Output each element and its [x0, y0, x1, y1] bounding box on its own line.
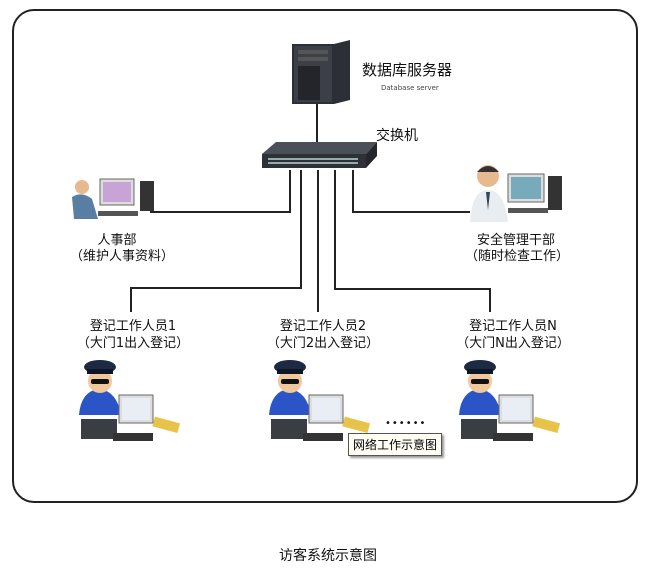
guard-workstation-icon	[459, 360, 561, 441]
station-desc: （大门N出入登记）	[456, 336, 570, 351]
station-label: 登记工作人员1	[89, 319, 177, 334]
security-desc: （随时检查工作）	[464, 249, 569, 264]
line-hr-up	[289, 170, 291, 213]
security-label: 安全管理干部	[476, 233, 555, 248]
caption: 访客系统示意图	[279, 548, 377, 564]
switch-label: 交换机	[376, 128, 418, 144]
guard-workstation-icon	[79, 360, 181, 441]
line-st1-v	[300, 170, 302, 288]
guard-workstation-icon	[269, 360, 371, 441]
tooltip: 网络工作示意图	[348, 433, 443, 456]
line-st3-down	[489, 288, 491, 312]
hr-workstation-icon	[72, 178, 154, 219]
ellipsis: ••••••	[385, 418, 427, 429]
server-icon	[292, 40, 350, 104]
line-security-up	[352, 170, 354, 213]
hr-label: 人事部	[97, 233, 137, 248]
hr-desc: （维护人事资料）	[69, 249, 174, 264]
station-desc: （大门2出入登记）	[266, 336, 380, 351]
station-desc: （大门1出入登记）	[76, 336, 190, 351]
line-security	[352, 211, 470, 213]
diagram-frame	[12, 9, 638, 503]
station-label: 登记工作人员N	[469, 319, 557, 334]
security-workstation-icon	[470, 165, 562, 222]
line-st3-v	[334, 170, 336, 290]
network-switch-icon	[262, 142, 377, 168]
line-server-switch	[316, 100, 318, 142]
line-hr	[150, 211, 290, 213]
line-st3-h	[334, 288, 491, 290]
server-label: 数据库服务器	[362, 61, 453, 79]
server-sublabel: Database server	[381, 84, 439, 92]
station-label: 登记工作人员2	[279, 319, 367, 334]
line-st2	[317, 170, 319, 312]
line-st1-h	[130, 287, 302, 289]
line-st1-down	[130, 287, 132, 312]
